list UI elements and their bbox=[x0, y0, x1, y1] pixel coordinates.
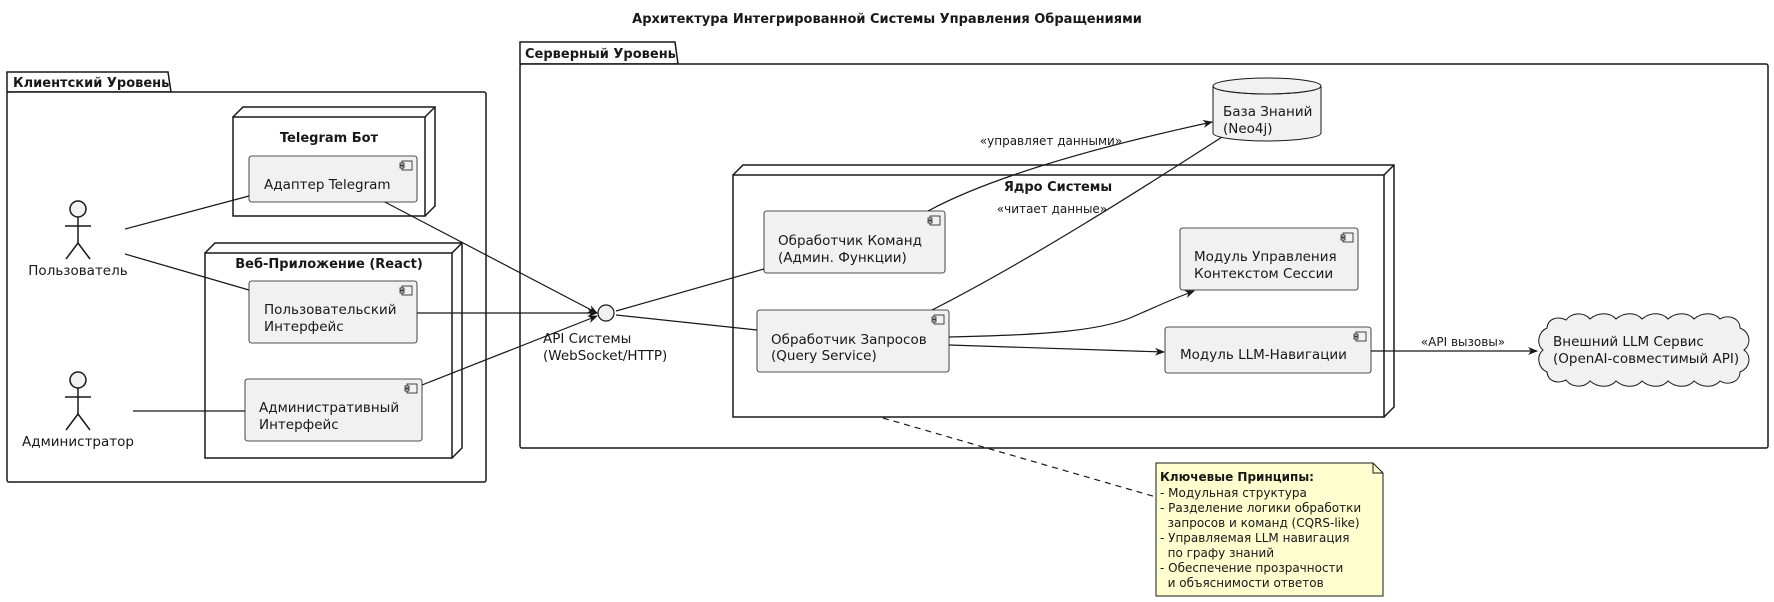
edge-user-userui bbox=[124, 253, 250, 291]
component-admin-interface-line2: Интерфейс bbox=[259, 417, 339, 433]
edge-query-db bbox=[931, 127, 1237, 311]
note-line: по графу знаний bbox=[1160, 546, 1274, 560]
component-admin-interface: Административный Интерфейс bbox=[244, 378, 423, 442]
edge-telegram-api bbox=[380, 199, 598, 314]
note-line: - Управляемая LLM навигация bbox=[1160, 531, 1350, 545]
component-command-handler-line1: Обработчик Команд bbox=[778, 233, 922, 249]
edge-label-api-calls: «API вызовы» bbox=[1421, 335, 1505, 349]
edge-query-session bbox=[948, 290, 1195, 338]
actor-user-label: Пользователь bbox=[28, 263, 127, 279]
edge-label-reads-data: «читает данные» bbox=[997, 202, 1107, 216]
note-line: - Обеспечение прозрачности bbox=[1160, 561, 1343, 575]
note-line: запросов и команд (CQRS-like) bbox=[1160, 516, 1360, 530]
api-label-line2: (WebSocket/HTTP) bbox=[543, 348, 667, 364]
component-query-handler: Обработчик Запросов (Query Service) bbox=[756, 309, 950, 373]
note-line: - Разделение логики обработки bbox=[1160, 501, 1361, 515]
note-line: - Модульная структура bbox=[1160, 486, 1307, 500]
note-line: и объяснимости ответов bbox=[1160, 576, 1324, 590]
component-telegram-adapter-label: Адаптер Telegram bbox=[264, 177, 391, 193]
component-llm-module-label: Модуль LLM-Навигации bbox=[1180, 347, 1347, 363]
component-query-handler-line1: Обработчик Запросов bbox=[771, 332, 927, 348]
database-label-line1: База Знаний bbox=[1223, 104, 1312, 120]
note-key-principles: Ключевые Принципы: - Модульная структура… bbox=[1155, 462, 1384, 597]
edges bbox=[124, 120, 1538, 498]
edge-core-note bbox=[882, 417, 1157, 498]
api-interface bbox=[597, 304, 615, 322]
component-command-handler: Обработчик Команд (Админ. Функции) bbox=[763, 210, 946, 274]
database-label-line2: (Neo4j) bbox=[1223, 121, 1273, 137]
edge-api-command bbox=[615, 268, 765, 312]
edge-adminui-api bbox=[421, 315, 598, 386]
edge-query-llm bbox=[948, 344, 1165, 356]
component-session-module-line1: Модуль Управления bbox=[1194, 249, 1337, 265]
component-session-module-line2: Контекстом Сессии bbox=[1194, 266, 1333, 282]
edge-user-telegram bbox=[124, 195, 250, 230]
actor-user bbox=[65, 200, 91, 260]
actor-admin-label: Администратор bbox=[22, 434, 134, 450]
server-package-label: Серверный Уровень bbox=[525, 47, 676, 62]
component-user-interface: Пользовательский Интерфейс bbox=[248, 280, 418, 344]
edge-api-query bbox=[615, 314, 758, 331]
api-label-line1: API Системы bbox=[543, 331, 631, 347]
component-session-module: Модуль Управления Контекстом Сессии bbox=[1179, 227, 1359, 291]
component-user-interface-line2: Интерфейс bbox=[264, 319, 344, 335]
external-llm-label-line1: Внешний LLM Сервис bbox=[1553, 334, 1704, 350]
client-package-label: Клиентский Уровень bbox=[13, 76, 169, 91]
component-llm-module: Модуль LLM-Навигации bbox=[1164, 326, 1372, 374]
external-llm-cloud-icon bbox=[1538, 313, 1750, 387]
core-title: Ядро Системы bbox=[1004, 180, 1112, 195]
edge-label-manages-data: «управляет данными» bbox=[980, 134, 1122, 148]
actor-admin bbox=[65, 371, 91, 431]
edge-command-db bbox=[927, 120, 1213, 212]
component-telegram-adapter: Адаптер Telegram bbox=[248, 155, 418, 203]
component-admin-interface-line1: Административный bbox=[259, 400, 399, 416]
telegram-bot-title: Telegram Бот bbox=[280, 131, 379, 146]
diagram-title: Архитектура Интегрированной Системы Упра… bbox=[632, 12, 1142, 27]
component-user-interface-line1: Пользовательский bbox=[264, 302, 397, 318]
component-query-handler-line2: (Query Service) bbox=[771, 348, 877, 364]
external-llm-label-line2: (OpenAI-совместимый API) bbox=[1553, 351, 1739, 367]
database-icon bbox=[1212, 77, 1322, 142]
web-app-title: Веб-Приложение (React) bbox=[235, 257, 423, 272]
note-heading: Ключевые Принципы: bbox=[1160, 470, 1314, 484]
component-command-handler-line2: (Админ. Функции) bbox=[778, 250, 907, 266]
